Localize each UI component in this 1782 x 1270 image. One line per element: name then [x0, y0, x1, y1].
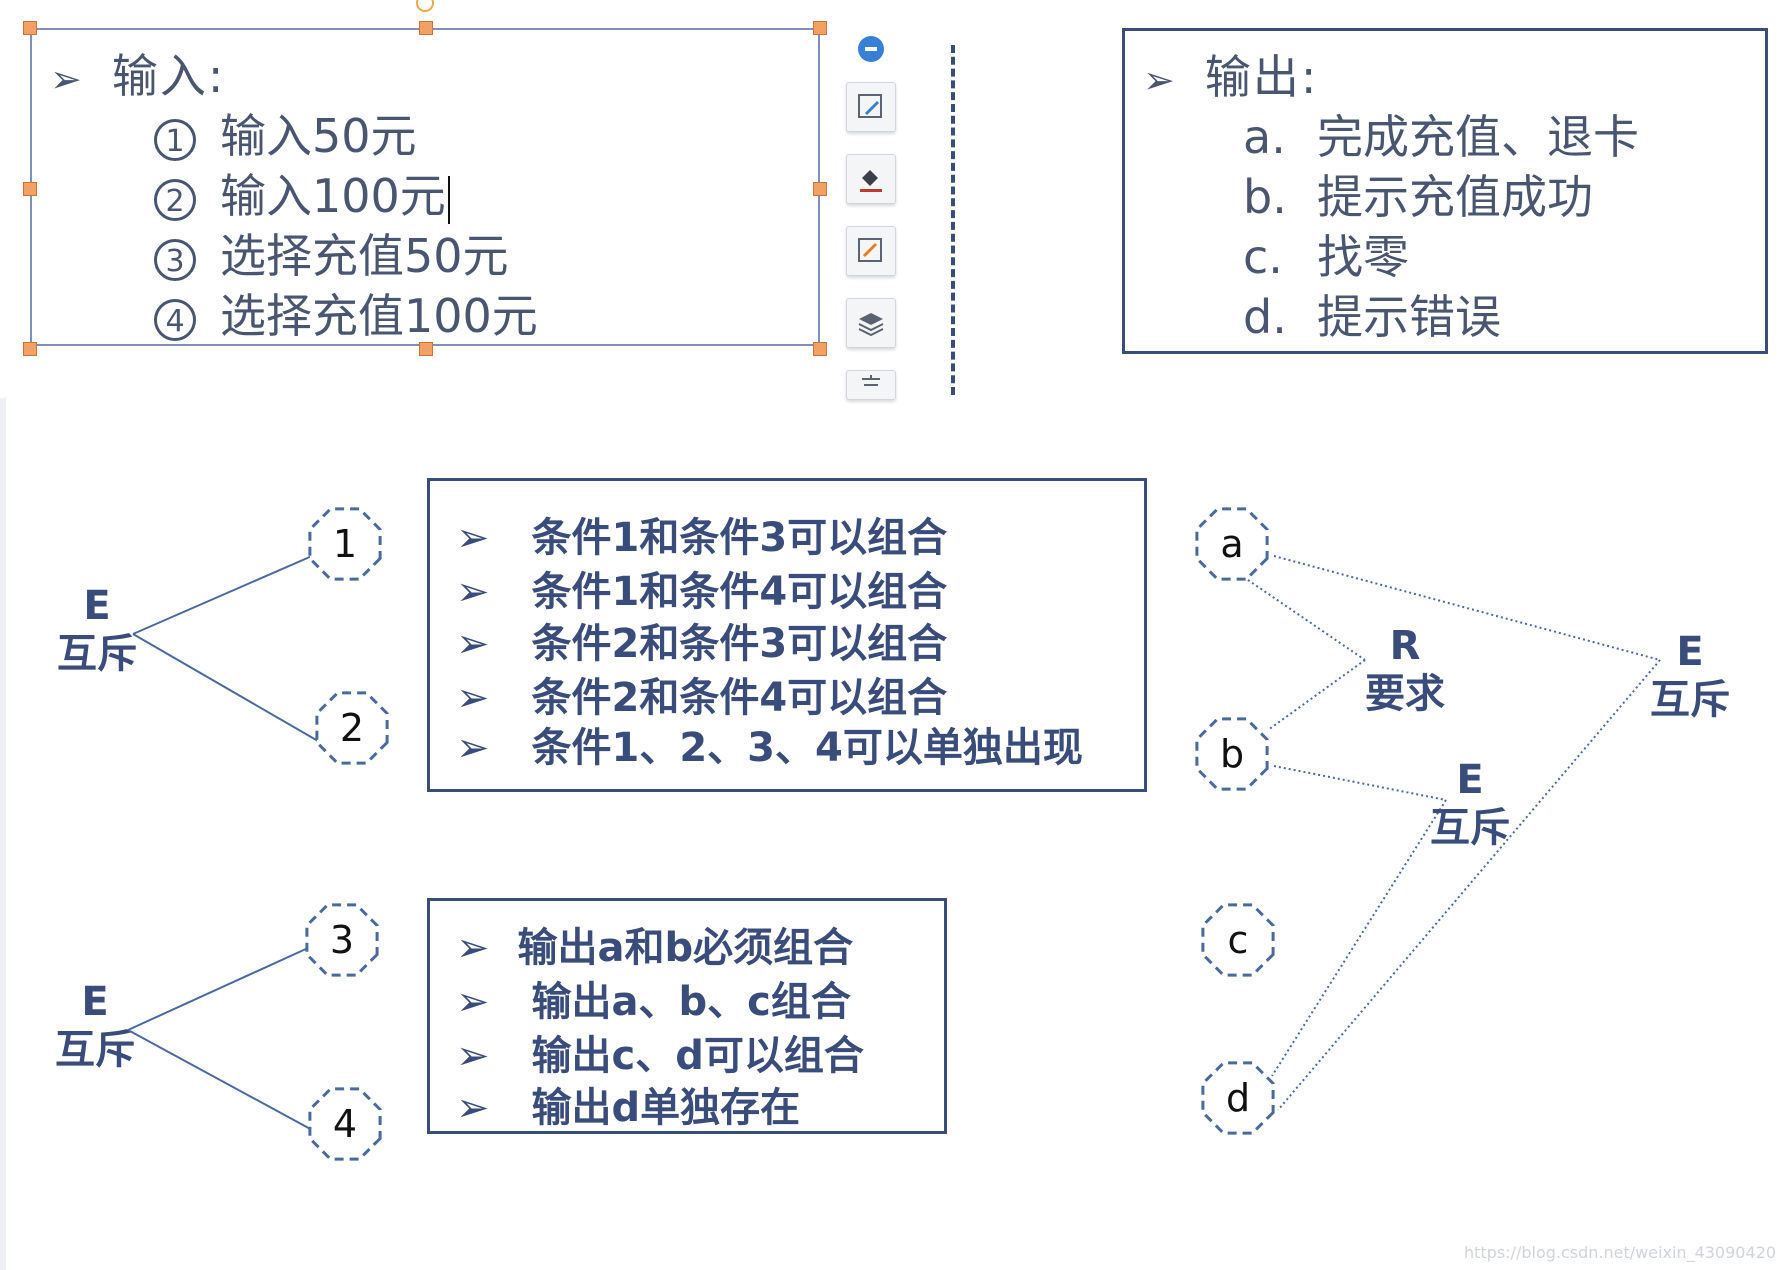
resize-handle-nw[interactable] [23, 21, 37, 35]
dashed-divider [951, 45, 955, 395]
node-a-label: a [1220, 522, 1243, 566]
node-b: b [1195, 717, 1269, 791]
arrow-bullet-icon: ➢ [456, 515, 490, 561]
watermark: https://blog.csdn.net/weixin_43090420 [1463, 1243, 1776, 1262]
resize-handle-ne[interactable] [813, 21, 827, 35]
node-c-label: c [1228, 918, 1249, 962]
resize-handle-e[interactable] [813, 182, 827, 196]
node-b-label: b [1220, 732, 1244, 776]
panel-edge [0, 398, 6, 1270]
fill-color-icon[interactable] [846, 154, 896, 204]
arrow-bullet-icon: ➢ [456, 925, 490, 971]
resize-handle-w[interactable] [23, 182, 37, 196]
arrow-bullet-icon: ➢ [456, 675, 490, 721]
output-item-c: c.找零 [1243, 230, 1409, 284]
condition-line-5: ➢条件1、2、3、4可以单独出现 [456, 725, 1083, 771]
edit-shape-icon[interactable] [846, 82, 896, 132]
connector-e-1 [132, 555, 313, 635]
connector-r-a [1247, 579, 1366, 661]
connector-e-a [1273, 555, 1661, 661]
text-cursor [447, 175, 450, 224]
resize-handle-n[interactable] [419, 21, 433, 35]
arrow-bullet-icon: ➢ [456, 1085, 490, 1131]
resize-handle-se[interactable] [813, 342, 827, 356]
arrow-bullet-icon: ➢ [456, 725, 490, 771]
output-rule-1: ➢输出a和b必须组合 [456, 925, 854, 971]
text-icon[interactable] [846, 370, 896, 400]
input-heading: ➢输入: [50, 49, 226, 103]
connector-e-2 [132, 633, 319, 742]
condition-line-3: ➢条件2和条件3可以组合 [456, 621, 948, 667]
condition-line-1: ➢条件1和条件3可以组合 [456, 515, 948, 561]
rotate-handle[interactable] [416, 0, 434, 12]
node-c: c [1201, 903, 1275, 977]
arrow-bullet-icon: ➢ [456, 621, 490, 667]
output-rule-2: ➢输出a、b、c组合 [456, 979, 851, 1025]
output-rule-3: ➢输出c、d可以组合 [456, 1033, 864, 1079]
arrow-bullet-icon: ➢ [456, 569, 490, 615]
node-a: a [1195, 507, 1269, 581]
node-4: 4 [308, 1087, 382, 1161]
connector-e-b [1273, 765, 1447, 801]
output-textbox[interactable]: ➢输出: a.完成充值、退卡 b.提示充值成功 c.找零 d.提示错误 [1122, 28, 1768, 354]
layers-icon[interactable] [846, 298, 896, 348]
condition-line-2: ➢条件1和条件4可以组合 [456, 569, 948, 615]
conditions-box: ➢条件1和条件3可以组合 ➢条件1和条件4可以组合 ➢条件2和条件3可以组合 ➢… [427, 478, 1147, 792]
line-color-icon[interactable] [846, 226, 896, 276]
node-3: 3 [305, 903, 379, 977]
output-heading: ➢输出: [1143, 50, 1319, 104]
condition-line-4: ➢条件2和条件4可以组合 [456, 675, 948, 721]
resize-handle-s[interactable] [419, 342, 433, 356]
node-3-label: 3 [330, 918, 354, 962]
output-rule-4: ➢输出d单独存在 [456, 1085, 801, 1131]
resize-handle-sw[interactable] [23, 342, 37, 356]
node-1: 1 [308, 507, 382, 581]
connector-e-d-mid [1271, 799, 1447, 1077]
arrow-bullet-icon: ➢ [1143, 58, 1177, 102]
arrow-bullet-icon: ➢ [456, 1033, 490, 1079]
connector-e-3 [127, 947, 309, 1031]
outputs-box: ➢输出a和b必须组合 ➢输出a、b、c组合 ➢输出c、d可以组合 ➢输出d单独存… [427, 898, 947, 1134]
output-item-a: a.完成充值、退卡 [1243, 110, 1639, 164]
minus-icon[interactable] [858, 36, 884, 62]
node-2: 2 [315, 691, 389, 765]
node-2-label: 2 [340, 706, 364, 750]
arrow-bullet-icon: ➢ [50, 57, 84, 101]
node-d-label: d [1226, 1076, 1250, 1120]
output-item-b: b.提示充值成功 [1243, 170, 1593, 224]
node-d: d [1201, 1061, 1275, 1135]
output-item-d: d.提示错误 [1243, 290, 1501, 344]
connector-e-4 [127, 1029, 315, 1132]
connector-e-d-right [1277, 659, 1661, 1111]
node-1-label: 1 [333, 522, 357, 566]
arrow-bullet-icon: ➢ [456, 979, 490, 1025]
node-4-label: 4 [333, 1102, 357, 1146]
